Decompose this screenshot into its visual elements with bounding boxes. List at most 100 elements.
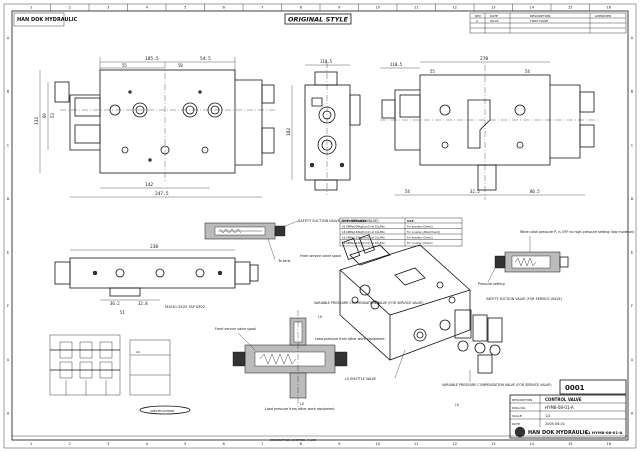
grid-number-bottom-7: 7 [261, 442, 263, 446]
tb-value-3: 1/2 [545, 414, 551, 418]
grid-number-top-2: 2 [69, 6, 71, 10]
rear-dim-top-3: 55 [430, 69, 435, 74]
title-block-company: HAN DOK HYDRAULIC [528, 430, 589, 436]
grid-number-top-5: 5 [184, 6, 186, 10]
title-block: DESCRIPTION CONTROL VALVE DWG NO. HYM8-0… [509, 379, 627, 439]
table-cell-r1c1: 20.0MPa(204kgf/cm2) at 10L/Min [342, 225, 385, 229]
grid-number-top-10: 10 [376, 6, 380, 10]
grid-number-bottom-12: 12 [453, 442, 457, 446]
rev-header-rev: REV [475, 14, 482, 18]
side-dim-width: 110.5 [320, 59, 333, 64]
stamp-text: ORIGINAL STYLE [288, 16, 349, 24]
original-style-stamp: ORIGINAL STYLE [284, 13, 352, 25]
company-logo: HAN DOK HYDRAULIC [13, 12, 78, 27]
rev-row-date: 06.01 [490, 19, 499, 23]
rear-dim-bottom-2: 32.5 [470, 189, 480, 194]
front-valve-body [99, 69, 236, 174]
front-dim-left-3: 53 [50, 113, 55, 118]
table-cell-r4c1: 14.0MPa(143kgf/cm2) at 10L/Min [342, 241, 385, 245]
grid-number-top-1: 1 [30, 6, 32, 10]
grid-number-bottom-8: 8 [300, 442, 302, 446]
from-service-label: From service valve spool [300, 254, 341, 258]
rev-header-date: DATE [490, 14, 498, 18]
rear-dim-bottom-1: 54 [405, 189, 410, 194]
safety-valve-section: To tank SAFETY SUCTION VALVE (FOR SERVIC… [204, 219, 379, 263]
grid-number-top-8: 8 [300, 6, 302, 10]
rear-dim-bottom-3: 80.5 [530, 189, 540, 194]
table-header-use: USE [407, 219, 414, 223]
grid-letter-left-A: A [7, 36, 10, 40]
to-tank-label: To tank [277, 259, 292, 263]
grid-number-bottom-14: 14 [530, 442, 535, 446]
grid-number-top-12: 12 [453, 6, 457, 10]
front-dim-bottom-2: 247.5 [155, 191, 169, 197]
company-logo-icon [514, 426, 526, 438]
lower-dim-3: 51 [120, 310, 125, 315]
front-dim-bottom-1: 142 [145, 182, 153, 188]
grid-number-top-9: 9 [338, 6, 340, 10]
tb-label-4: DATE [512, 422, 520, 426]
grid-letter-right-E: E [631, 251, 633, 255]
grid-number-top-16: 16 [607, 6, 611, 10]
grid-letter-left-E: E [7, 251, 9, 255]
load-pressure-2-label: Load pressure from other work equipment [265, 407, 335, 411]
bottom-strip-title: DESCRIPTION CONTROL VALVE [270, 438, 316, 442]
grid-number-bottom-5: 5 [184, 442, 186, 446]
pilot-valve-section: When pilot pressure P, is OFF no high pr… [478, 230, 634, 301]
grid-letter-left-F: F [7, 304, 9, 308]
grid-number-top-4: 4 [146, 6, 149, 10]
grid-number-top-11: 11 [414, 6, 418, 10]
grid-number-top-15: 15 [568, 6, 572, 10]
iso-body [339, 244, 471, 361]
grid-number-bottom-1: 1 [30, 442, 32, 446]
lower-view: 230 36.2 32.8 51 M10X1.5X25 TAP DP22 [54, 244, 259, 315]
grid-letter-right-A: A [631, 36, 634, 40]
side-view: 182 110.5 [286, 59, 361, 195]
lower-tap-label: M10X1.5X25 TAP DP22 [165, 305, 205, 309]
notes-ellipse [139, 405, 191, 415]
front-service-label: Front service valve spool [215, 327, 256, 331]
schematic-ls-label: LS [136, 350, 140, 354]
front-view: 185.5 54.5 55 50 142 247.5 132 80 53 [34, 56, 275, 198]
pressure-setting-label: Pressure setting [478, 282, 505, 286]
table-cell-r2c2: For crusher (Attachment) [407, 230, 440, 234]
isometric-valve-assembly: VARIABLE PRESSURE COMPENSATION VALVE (FO… [339, 234, 552, 407]
bottom-strip: DESCRIPTION CONTROL VALVE [12, 435, 628, 442]
grid-letter-right-F: F [631, 304, 633, 308]
grid-letter-right-D: D [631, 197, 634, 201]
rev-header-desc: DESCRIPTION [530, 14, 550, 18]
grid-number-bottom-3: 3 [107, 442, 109, 446]
table-cell-r3c2: For breaker (Check) [407, 236, 433, 240]
safety-valve-label: SAFETY SUCTION VALVE (FOR SERVICE VALVE) [298, 219, 379, 223]
tb-value-4: 2005.06.01 [545, 422, 565, 426]
safety-suction-2-label: SAFETY SUCTION VALVE (FOR SERVICE VALVE) [486, 297, 562, 301]
revision-block: REV DATE DESCRIPTION APPROVED A 06.01 FI… [469, 12, 627, 34]
rear-dim-top-4: 54 [525, 69, 530, 74]
notes-title: SPECIFICATIONS [150, 409, 174, 413]
front-dim-top-1: 185.5 [145, 56, 159, 62]
grid-number-top-7: 7 [261, 6, 263, 10]
grid-letter-right-H: H [631, 411, 634, 415]
table-cell-r1c2: For breaker (Check) [407, 225, 433, 229]
shuttle-valve-label: LS SHUTTLE VALVE [345, 377, 376, 381]
grid-letter-left-G: G [7, 358, 10, 362]
grid-letter-left-H: H [7, 411, 10, 415]
center-spool-section: Front service valve spool Load pressure … [215, 301, 424, 411]
tb-value-1: CONTROL VALVE [545, 397, 582, 402]
table-cell-r3c1: 16.0MPa(163kgf/cm2) at 10L/Min [342, 236, 385, 240]
front-dim-left-2: 80 [42, 113, 47, 118]
grid-numbers: 1122334455667788991010111112121313141415… [30, 4, 611, 446]
grid-number-bottom-10: 10 [376, 442, 380, 446]
pilot-pressure-label: When pilot pressure P, is OFF no high pr… [520, 230, 634, 234]
front-dim-top-4: 50 [178, 63, 183, 68]
tb-label-1: DESCRIPTION [512, 398, 532, 402]
lower-dim-2: 32.8 [138, 301, 148, 306]
ls-label-4: LS [455, 403, 459, 407]
grid-letter-left-C: C [7, 143, 10, 147]
ls-label-1: LS [300, 402, 304, 406]
grid-number-bottom-2: 2 [69, 442, 71, 446]
pressure-table: SET PRESSURE USE 20.0MPa(204kgf/cm2) at … [339, 217, 463, 247]
grid-number-bottom-9: 9 [338, 442, 340, 446]
